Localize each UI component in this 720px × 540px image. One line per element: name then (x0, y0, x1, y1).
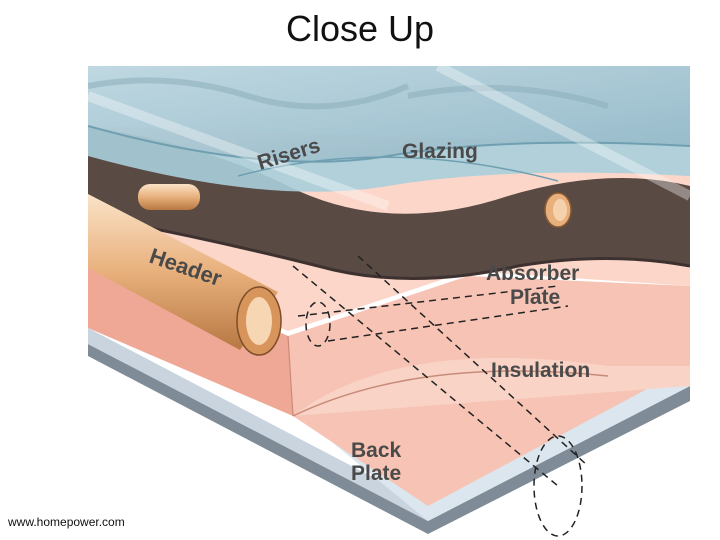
header-pipe (88, 194, 282, 356)
insulation-layer (88, 246, 690, 506)
absorber-plate-label-line2: Plate (510, 286, 560, 309)
glazing-label: Glazing (402, 140, 478, 163)
solar-collector-diagram: Risers Glazing Header Absorber Plate Ins… (88, 66, 690, 538)
insulation-label: Insulation (491, 359, 590, 382)
glazing-layer (88, 66, 690, 211)
absorber-plate-label-line1: Absorber (486, 262, 579, 285)
slide-title: Close Up (285, 8, 435, 49)
back-plate-label-line2: Plate (351, 462, 401, 485)
hidden-riser-lines (292, 255, 589, 537)
riser-pipe-ends (138, 184, 572, 228)
back-plate-label-line1: Back (351, 439, 402, 462)
source-credit: www.homepower.com (8, 515, 125, 529)
